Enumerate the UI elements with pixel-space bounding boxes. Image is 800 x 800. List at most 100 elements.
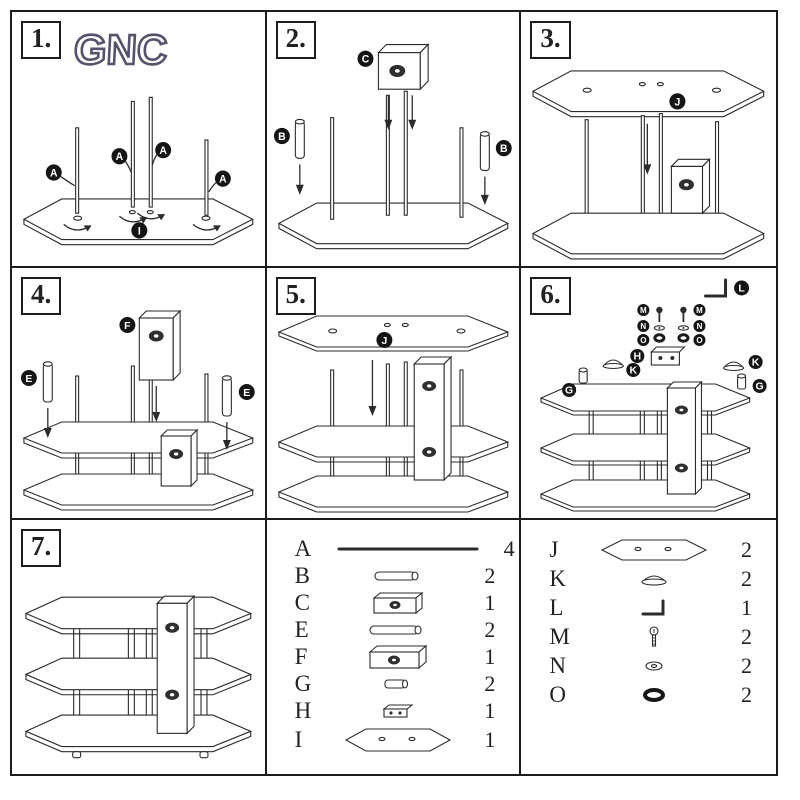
parts-row-f: F 1	[295, 644, 495, 670]
step-5-panel: 5.	[266, 268, 522, 520]
part-letter: K	[549, 566, 566, 591]
svg-text:F: F	[124, 321, 131, 332]
center-block-c	[376, 43, 430, 91]
base-shelf	[24, 714, 253, 753]
part-label-h: H	[630, 349, 645, 363]
top-shelf	[24, 596, 253, 635]
screw-icon	[680, 306, 687, 322]
insert-arrow	[368, 360, 377, 416]
part-letter: A	[294, 536, 312, 561]
svg-text:A: A	[219, 173, 227, 185]
support-poles	[329, 90, 464, 220]
svg-text:L: L	[739, 283, 746, 295]
part-label-k: K	[626, 363, 641, 377]
step-3-illustration: J	[532, 70, 766, 260]
part-label-a: A	[45, 164, 75, 187]
part-letter: L	[549, 595, 564, 620]
svg-text:G: G	[565, 384, 573, 396]
svg-text:E: E	[243, 388, 250, 399]
part-letter: O	[549, 682, 566, 707]
parts-list-a-i: A 4 B 2 C 1 E	[266, 520, 522, 774]
part-qty: 1	[484, 727, 496, 752]
step-2-panel: 2. C	[266, 12, 522, 268]
base-shelf-icon	[333, 725, 464, 755]
parts-row-b: B 2	[295, 563, 496, 589]
screw-icon	[656, 306, 663, 322]
small-cylinder-icon	[333, 677, 464, 691]
center-block-f	[138, 309, 182, 382]
rubber-ring-icon	[587, 688, 720, 702]
middle-shelf	[22, 421, 255, 459]
small-block-icon	[333, 703, 464, 719]
step-6-number: 6.	[530, 277, 571, 315]
spacer-tube-long-icon	[333, 624, 464, 636]
part-label-b: B	[495, 140, 512, 157]
step-7-number: 7.	[21, 529, 62, 567]
spacer-tube-icon	[333, 569, 464, 583]
insert-arrows	[384, 95, 416, 130]
small-block-h-icon	[650, 346, 687, 366]
ring-icon	[653, 333, 666, 343]
part-label-a: A	[208, 170, 231, 193]
ring-icon	[677, 333, 690, 343]
foot-cap-icon	[602, 359, 625, 370]
step-6-panel: 6.	[521, 268, 776, 520]
parts-row-a: A 4	[294, 536, 515, 562]
step-4-number: 4.	[21, 277, 62, 315]
small-cylinder-icon	[737, 373, 747, 390]
spacer-tube-b-right	[479, 131, 490, 206]
middle-shelf	[277, 425, 509, 463]
svg-text:J: J	[675, 96, 681, 108]
svg-text:E: E	[25, 374, 32, 385]
svg-text:M: M	[640, 306, 647, 315]
washer-icon	[654, 325, 666, 331]
gnc-logo: GNC	[71, 25, 169, 75]
svg-text:M: M	[696, 306, 703, 315]
step-5-number: 5.	[275, 277, 316, 315]
step-1-panel: 1. GNC A	[12, 12, 267, 268]
foot-cap-icon	[723, 361, 745, 372]
glass-shelf-icon	[587, 536, 720, 564]
part-label-m: M	[637, 304, 650, 316]
part-letter: G	[294, 671, 312, 696]
part-qty: 2	[741, 624, 752, 649]
parts-row-e: E 2	[295, 617, 496, 643]
svg-text:B: B	[500, 143, 508, 155]
step-2-number: 2.	[275, 21, 316, 59]
part-label-n: N	[693, 320, 706, 332]
spacer-tube-e-right	[221, 375, 232, 450]
base-shelf	[532, 212, 766, 260]
parts-list-j-o: J 2 K 2 L 1 M	[521, 520, 776, 774]
part-letter: I	[294, 727, 303, 752]
step-4-panel: 4.	[12, 268, 267, 520]
base-shelf	[277, 475, 509, 513]
parts-row-k: K 2	[549, 565, 752, 593]
svg-text:N: N	[697, 322, 703, 331]
part-qty: 1	[484, 698, 496, 723]
parts-row-h: H 1	[295, 698, 496, 724]
insert-arrow	[152, 386, 161, 422]
part-letter: M	[549, 624, 570, 649]
washer-icon	[587, 660, 720, 672]
part-label-a: A	[111, 148, 132, 173]
allen-key-icon	[587, 597, 720, 619]
top-shelf-j	[277, 315, 509, 352]
upper-poles	[75, 363, 209, 441]
part-letter: J	[549, 537, 559, 562]
part-letter: E	[294, 617, 309, 642]
svg-text:H: H	[634, 350, 642, 362]
part-qty: 2	[741, 566, 752, 591]
part-label-m: M	[693, 304, 706, 316]
center-block-icon	[333, 591, 464, 615]
svg-text:K: K	[752, 356, 760, 368]
step-1-number: 1.	[21, 21, 62, 59]
part-letter: C	[294, 590, 310, 615]
screw-rotation-arrows	[63, 212, 221, 232]
parts-row-c: C 1	[295, 590, 496, 616]
part-label-b: B	[273, 127, 290, 145]
part-qty: 1	[741, 595, 752, 620]
center-column	[666, 380, 704, 496]
step-1-illustration: A A A A I	[22, 96, 254, 246]
middle-shelf	[24, 657, 253, 696]
parts-row-n: N 2	[549, 652, 752, 680]
